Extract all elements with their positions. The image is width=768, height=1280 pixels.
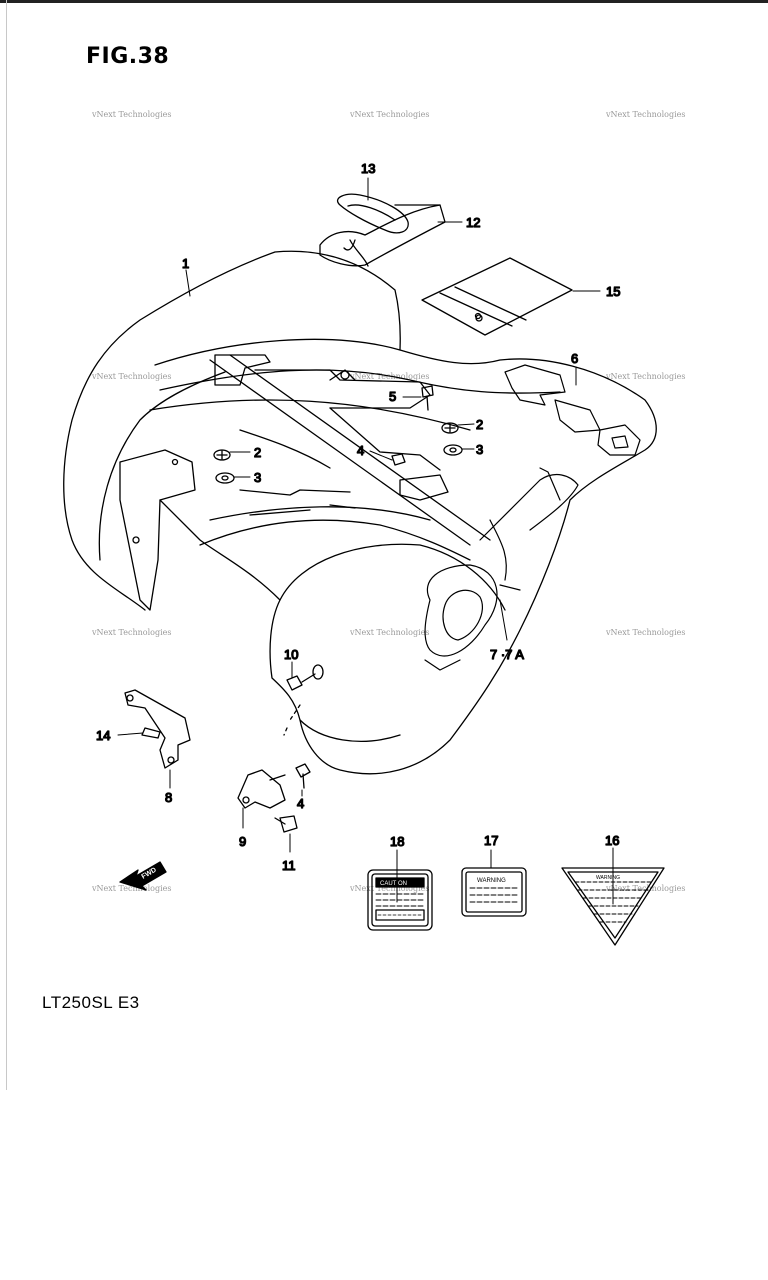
decal-quadsport [424, 467, 579, 671]
callout-numbers: 1 2 2 3 3 4 4 5 6 7 ·7 A 8 9 10 11 12 13… [95, 160, 621, 873]
callout-11: 11 [282, 858, 296, 873]
callout-1: 1 [182, 256, 189, 271]
washer-3-left [215, 472, 235, 484]
callout-13: 13 [361, 161, 375, 176]
top-border [0, 0, 768, 3]
watermark: vNext Technologies [350, 110, 430, 119]
callout-3-left: 3 [254, 470, 261, 485]
callout-14: 14 [96, 728, 110, 743]
callout-12: 12 [466, 215, 480, 230]
bolt-11 [274, 815, 298, 833]
watermark: vNext Technologies [350, 628, 430, 637]
watermark: vNext Technologies [92, 884, 172, 893]
nut-4-lower [295, 763, 311, 789]
left-border [6, 0, 7, 1090]
callout-2-left: 2 [254, 445, 261, 460]
watermark: vNext Technologies [92, 372, 172, 381]
figure-title: FIG.38 [86, 44, 170, 69]
tool-bag [319, 204, 446, 267]
watermark: vNext Technologies [606, 628, 686, 637]
screw-2-left [213, 449, 231, 461]
bolt-5 [421, 385, 434, 411]
callout-6: 6 [571, 351, 578, 366]
decal-250 [504, 364, 641, 456]
callout-4-lower: 4 [297, 796, 304, 811]
fasteners [213, 385, 463, 736]
bolt-10 [286, 673, 316, 691]
decal-16-heading: WARNING [596, 875, 620, 881]
callout-17: 17 [484, 833, 498, 848]
forward-arrow-icon [119, 861, 167, 891]
bracket-9 [237, 769, 286, 809]
decal-18-heading: CAUTION [380, 881, 407, 887]
washer-3-right [443, 444, 463, 456]
decal-18 [367, 869, 433, 931]
callout-3-right: 3 [476, 442, 483, 457]
callout-15: 15 [606, 284, 620, 299]
model-label: LT250SL E3 [42, 993, 140, 1012]
callout-9: 9 [239, 834, 246, 849]
screw-2-right [441, 422, 459, 434]
leader-lines [117, 177, 614, 905]
callout-16: 16 [605, 833, 619, 848]
watermark: vNext Technologies [92, 110, 172, 119]
callout-5: 5 [389, 389, 396, 404]
tool-bag-strap [336, 193, 409, 234]
watermark: vNext Technologies [92, 628, 172, 637]
watermark: vNext Technologies [606, 884, 686, 893]
callout-2-right: 2 [476, 417, 483, 432]
fender-outline [63, 250, 657, 775]
callout-4-top: 4 [357, 443, 364, 458]
nut-4-top [391, 453, 406, 466]
watermark: vNext Technologies [350, 884, 430, 893]
decal-17 [461, 867, 527, 917]
callout-18: 18 [390, 834, 404, 849]
bracket-8 [124, 689, 191, 769]
callout-8: 8 [165, 790, 172, 805]
clip-14 [141, 727, 161, 739]
watermark: vNext Technologies [606, 110, 686, 119]
rear-fender [63, 250, 657, 775]
watermark: vNext Technologies [606, 372, 686, 381]
callout-10: 10 [284, 647, 298, 662]
pad-15 [421, 257, 573, 336]
callout-7: 7 ·7 A [490, 647, 524, 662]
decal-17-heading: WARNING [477, 878, 506, 884]
